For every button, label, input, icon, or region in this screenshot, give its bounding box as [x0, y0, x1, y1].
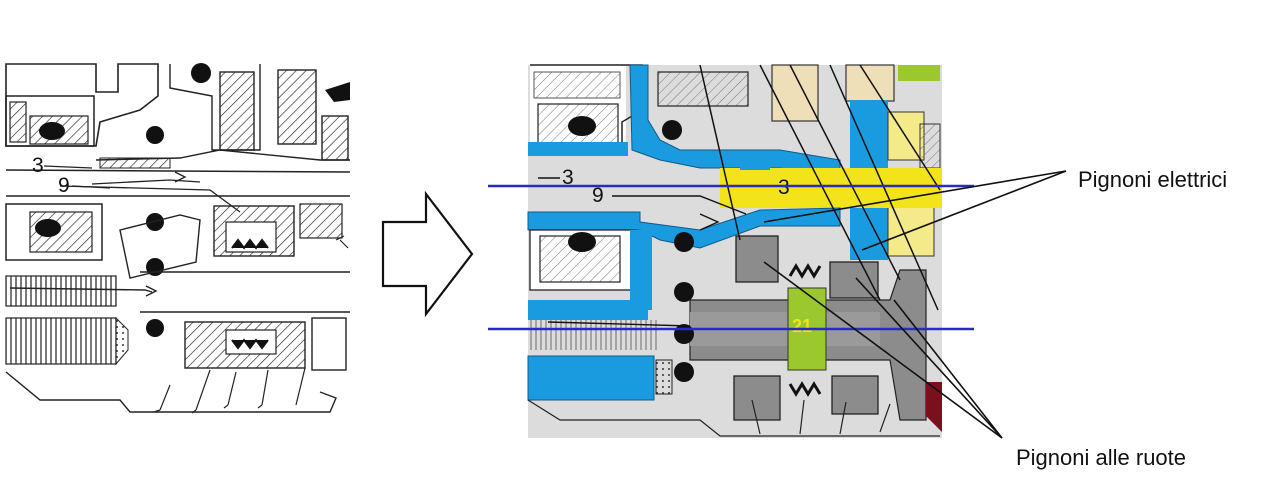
- wheel-pinions-leaders: [763, 261, 1003, 439]
- electric-pinions-leaders: [763, 170, 1067, 251]
- callout-9-right: 9: [592, 184, 604, 207]
- callout-9-left: 9: [58, 174, 70, 197]
- label-electric-pinions: Pignoni elettrici: [1078, 167, 1227, 192]
- original-section-drawing: [4, 62, 352, 417]
- label-wheel-pinions: Pignoni alle ruote: [1016, 445, 1186, 470]
- colored-section-drawing: [527, 64, 942, 438]
- callout-3-yellow: 3: [778, 176, 790, 199]
- callout-3-right: 3: [562, 166, 574, 189]
- callout-3-left: 3: [32, 154, 44, 177]
- transition-arrow-icon: [381, 190, 474, 318]
- callout-21-green: 21: [792, 316, 812, 336]
